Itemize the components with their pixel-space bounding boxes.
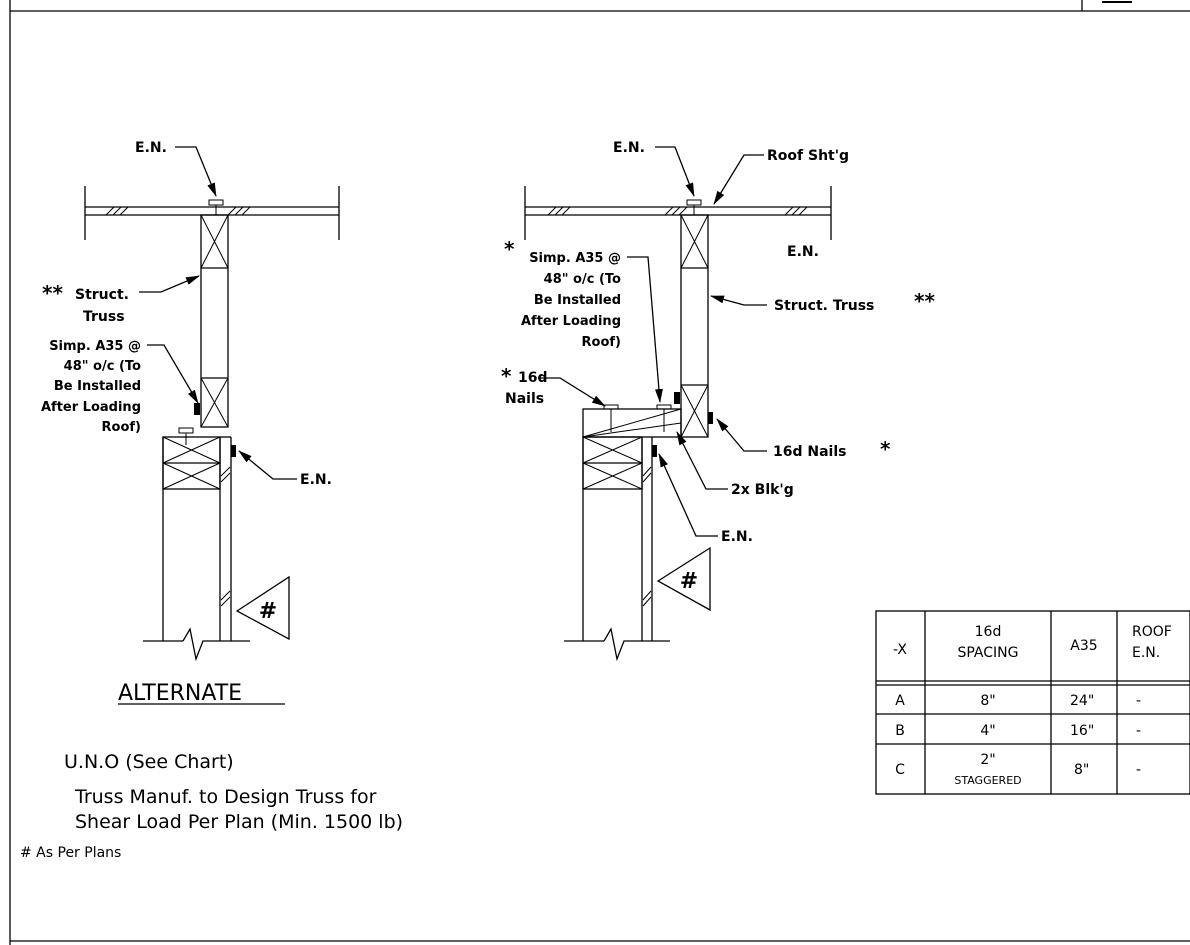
right-struct-stars: ** [914,289,935,313]
alternate-title: ALTERNATE [118,681,242,706]
plans-note: # As Per Plans [20,845,121,861]
table-header-a35: A35 [1070,638,1097,654]
right-simp-star: * [504,237,515,261]
table-row-a-x: A [895,693,905,709]
right-hash-symbol: # [680,569,698,594]
right-en-bottom-label: E.N. [721,529,753,545]
left-struct-line2: Truss [83,309,125,325]
table-header-spacing-line1: 16d [975,624,1002,640]
right-nails-right-star: * [880,437,891,461]
right-simp-line3: Be Installed [534,293,621,308]
left-hash-symbol: # [259,599,277,624]
table-row-b-x: B [895,723,905,739]
table-row-a-roof: - [1136,693,1141,709]
left-simp-line4: After Loading [41,400,141,415]
left-en-side-label: E.N. [300,472,332,488]
table-row-b-roof: - [1136,723,1141,739]
right-nails-star: * [501,364,512,388]
right-struct-truss-label: Struct. Truss [774,298,874,314]
left-struct-line1: Struct. [75,287,129,303]
table-row-c-a35: 8" [1074,762,1089,778]
left-simp-line3: Be Installed [54,379,141,394]
left-simp-line2: 48" o/c (To [64,359,141,374]
truss-note-line2: Shear Load Per Plan (Min. 1500 lb) [75,811,403,833]
table-header-x: -X [893,642,907,658]
right-blocking [582,404,682,438]
right-truss [674,214,713,438]
left-en-top-label: E.N. [135,140,167,156]
table-row-c-roof: - [1136,762,1141,778]
table-row-a-a35: 24" [1070,693,1094,709]
right-simp-line1: Simp. A35 @ [529,251,621,266]
left-wall [143,427,290,662]
roof-sheathing-label: Roof Sht'g [767,148,849,164]
table-row-c-spacing-sub: STAGGERED [954,774,1021,787]
truss-note-line1: Truss Manuf. to Design Truss for [74,786,377,808]
nailing-schedule-table [875,610,1190,795]
right-nails-right-label: 16d Nails [773,444,846,460]
right-detail [524,146,832,662]
right-roof-sheathing [524,186,832,240]
right-en-top-label: E.N. [613,140,645,156]
left-detail [84,146,340,662]
table-header-spacing-line2: SPACING [958,645,1019,661]
left-struct-stars: ** [42,281,63,305]
table-row-c-x: C [895,762,905,778]
right-en-label: E.N. [787,244,819,260]
uno-note: U.N.O (See Chart) [64,751,234,773]
right-simp-line5: Roof) [582,335,621,350]
left-simp-line5: Roof) [102,420,141,435]
table-header-roof-line1: ROOF [1132,624,1172,640]
right-simp-line4: After Loading [521,314,621,329]
right-simp-line2: 48" o/c (To [544,272,621,287]
table-row-a-spacing: 8" [980,693,995,709]
table-row-c-spacing: 2" [980,752,995,768]
table-row-b-a35: 16" [1070,723,1094,739]
table-header-roof-line2: E.N. [1132,645,1160,661]
right-nails-line2: Nails [505,391,544,407]
table-row-b-spacing: 4" [980,723,995,739]
sheet-frame [9,0,1190,945]
left-simp-line1: Simp. A35 @ [49,339,141,354]
right-wall [564,436,711,662]
left-roof-sheathing [84,186,340,240]
right-nails-line1: 16d [518,370,548,386]
blocking-label: 2x Blk'g [731,482,794,498]
left-truss [194,214,229,428]
